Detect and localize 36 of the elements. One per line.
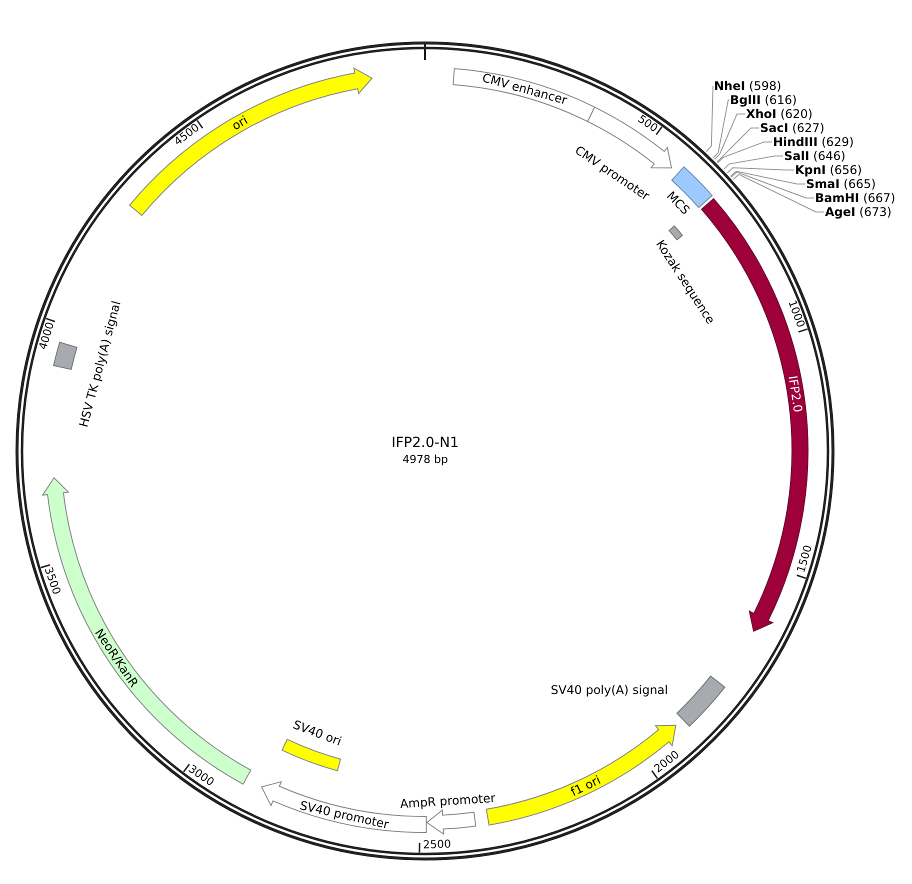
feature-label: SV40 poly(A) signal (550, 682, 668, 697)
tick-label: 1000 (785, 299, 806, 330)
leader-line (723, 156, 784, 170)
leader-line (730, 172, 814, 198)
sequence-length: 4978 bp (402, 452, 448, 466)
leader-line (706, 86, 714, 152)
restriction-site-label: XhoI (620) (746, 107, 813, 121)
feature-label: SV40 ori (290, 717, 344, 748)
leader-line (717, 142, 772, 164)
feature-label: IFP2.0 (786, 374, 806, 413)
restriction-site-label: AgeI (673) (825, 205, 892, 219)
feature-label: AmpR promoter (399, 790, 496, 811)
leader-line (712, 100, 730, 158)
feature-label: ori (229, 113, 250, 134)
tick-label: 4000 (37, 321, 57, 352)
restriction-site-label: NheI (598) (714, 79, 782, 93)
leader-line (726, 167, 794, 174)
restriction-site-label: BglII (616) (730, 93, 797, 107)
feature-label: HSV TK poly(A) signal (76, 300, 124, 429)
leader-line (716, 128, 760, 162)
leader-line (714, 114, 746, 160)
restriction-site-label: SmaI (665) (806, 177, 876, 191)
restriction-site-label: SalI (646) (784, 149, 846, 163)
plasmid-name: IFP2.0-N1 (392, 434, 459, 450)
tick-label: 3500 (42, 566, 63, 597)
leader-line (732, 174, 824, 212)
tick-label: 500 (634, 112, 660, 135)
restriction-site-label: SacI (627) (760, 121, 824, 135)
feature-label: SV40 promoter (298, 798, 390, 832)
restriction-site-label: BamHI (667) (815, 191, 896, 205)
tick-label: 2500 (422, 838, 451, 852)
restriction-site-label: HindIII (629) (773, 135, 854, 149)
tick-label: 1500 (795, 544, 814, 575)
leader-line (730, 170, 806, 184)
feature-label: f1 ori (568, 772, 604, 800)
restriction-site-label: KpnI (656) (795, 163, 862, 177)
